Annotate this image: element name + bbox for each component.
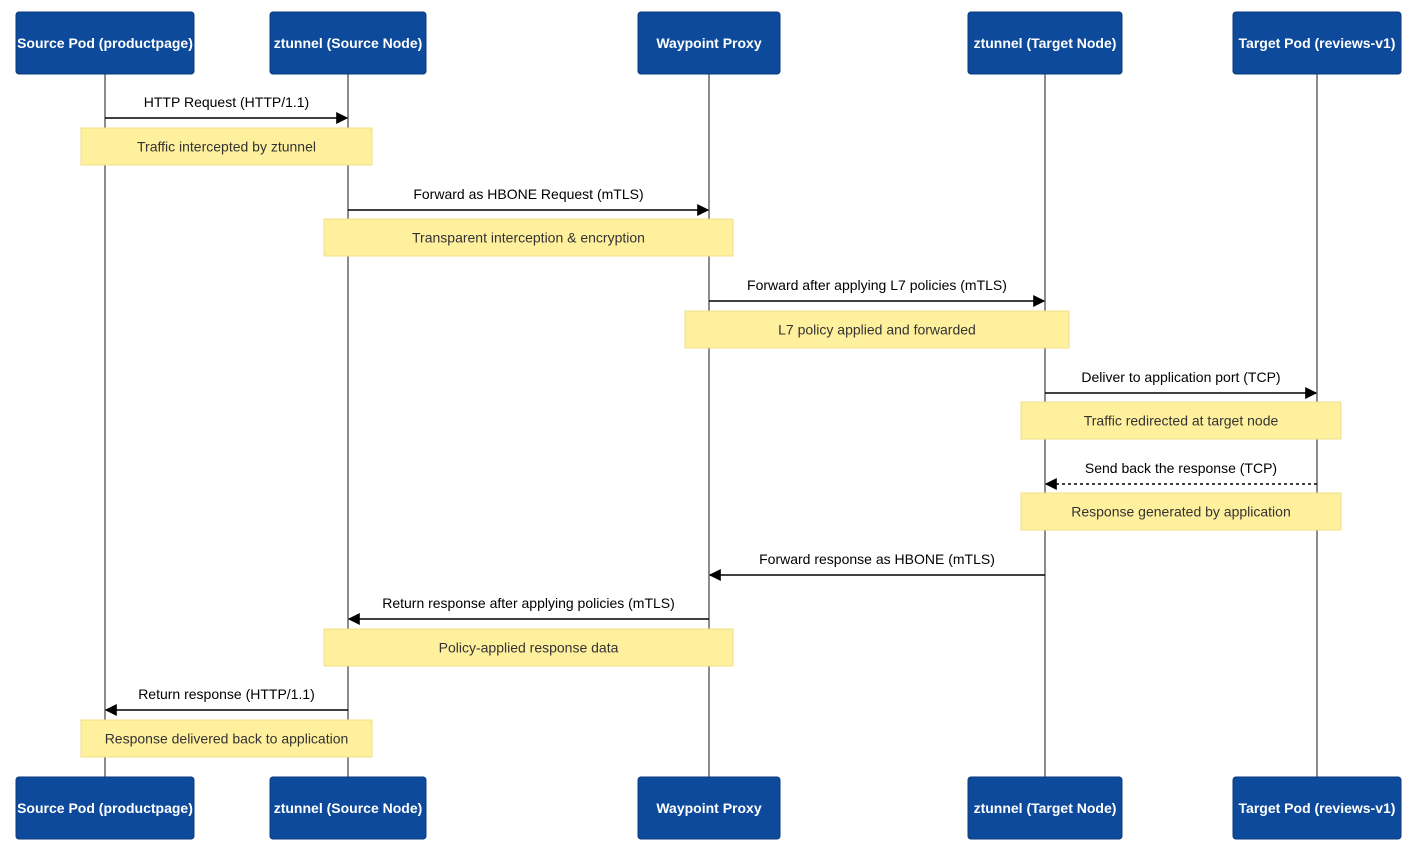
actor-zt-bottom: ztunnel (Target Node) [967, 776, 1123, 840]
message-http-request-http-1-1: HTTP Request (HTTP/1.1) [105, 94, 349, 124]
note-box [323, 218, 734, 257]
actor-label: ztunnel (Target Node) [974, 35, 1117, 51]
actor-label: Target Pod (reviews-v1) [1239, 800, 1396, 816]
note-transparent-interception-encryption: Transparent interception & encryption [323, 218, 734, 257]
note-box [80, 127, 373, 166]
actors-top: Source Pod (productpage) ztunnel (Source … [15, 11, 1402, 75]
actor-box [637, 776, 781, 840]
actor-label: ztunnel (Target Node) [974, 800, 1117, 816]
actor-box [15, 11, 195, 75]
actor-src-top: Source Pod (productpage) [15, 11, 195, 75]
note-traffic-redirected-at-target-node: Traffic redirected at target node [1020, 401, 1342, 440]
message-return-response-after-applying-policies-mtls: Return response after applying policies … [347, 595, 709, 625]
note-box [323, 628, 734, 667]
message-label: Forward as HBONE Request (mTLS) [413, 186, 643, 202]
actor-label: ztunnel (Source Node) [274, 35, 423, 51]
actor-zs-bottom: ztunnel (Source Node) [269, 776, 427, 840]
message-label: HTTP Request (HTTP/1.1) [144, 94, 309, 110]
note-label: Response generated by application [1071, 504, 1291, 520]
note-label: Traffic redirected at target node [1084, 413, 1279, 429]
message-label: Deliver to application port (TCP) [1081, 369, 1280, 385]
message-label: Return response (HTTP/1.1) [138, 686, 315, 702]
actor-zs-top: ztunnel (Source Node) [269, 11, 427, 75]
message-label: Forward after applying L7 policies (mTLS… [747, 277, 1007, 293]
actor-label: Waypoint Proxy [656, 800, 761, 816]
message-return-response-http-1-1: Return response (HTTP/1.1) [104, 686, 348, 716]
messages: HTTP Request (HTTP/1.1) Forward as HBONE … [104, 94, 1318, 716]
note-box [684, 310, 1070, 349]
note-label: Response delivered back to application [105, 731, 349, 747]
notes: Traffic intercepted by ztunnelTransparen… [80, 127, 1342, 758]
note-l7-policy-applied-and-forwarded: L7 policy applied and forwarded [684, 310, 1070, 349]
actor-box [269, 11, 427, 75]
actor-label: ztunnel (Source Node) [274, 800, 423, 816]
actor-label: Waypoint Proxy [656, 35, 761, 51]
actor-src-bottom: Source Pod (productpage) [15, 776, 195, 840]
note-box [80, 719, 373, 758]
note-response-generated-by-application: Response generated by application [1020, 492, 1342, 531]
note-response-delivered-back-to-application: Response delivered back to application [80, 719, 373, 758]
note-box [1020, 492, 1342, 531]
note-policy-applied-response-data: Policy-applied response data [323, 628, 734, 667]
actor-box [967, 776, 1123, 840]
actor-box [1232, 776, 1402, 840]
note-label: L7 policy applied and forwarded [778, 322, 976, 338]
note-box [1020, 401, 1342, 440]
actor-box [967, 11, 1123, 75]
actor-wp-bottom: Waypoint Proxy [637, 776, 781, 840]
actor-label: Source Pod (productpage) [17, 35, 193, 51]
actor-box [15, 776, 195, 840]
message-forward-response-as-hbone-mtls: Forward response as HBONE (mTLS) [708, 551, 1045, 581]
note-label: Policy-applied response data [439, 640, 619, 656]
actor-zt-top: ztunnel (Target Node) [967, 11, 1123, 75]
actor-label: Source Pod (productpage) [17, 800, 193, 816]
message-deliver-to-application-port-tcp: Deliver to application port (TCP) [1045, 369, 1318, 399]
note-label: Traffic intercepted by ztunnel [137, 139, 316, 155]
note-label: Transparent interception & encryption [412, 230, 645, 246]
message-forward-as-hbone-request-mtls: Forward as HBONE Request (mTLS) [348, 186, 710, 216]
message-send-back-the-response-tcp: Send back the response (TCP) [1044, 460, 1317, 490]
actors-bottom: Source Pod (productpage) ztunnel (Source … [15, 776, 1402, 840]
message-label: Forward response as HBONE (mTLS) [759, 551, 995, 567]
message-forward-after-applying-l7-policies-mtls: Forward after applying L7 policies (mTLS… [709, 277, 1046, 307]
message-label: Send back the response (TCP) [1085, 460, 1277, 476]
actor-wp-top: Waypoint Proxy [637, 11, 781, 75]
actor-tgt-bottom: Target Pod (reviews-v1) [1232, 776, 1402, 840]
actor-box [269, 776, 427, 840]
actor-box [637, 11, 781, 75]
note-traffic-intercepted-by-ztunnel: Traffic intercepted by ztunnel [80, 127, 373, 166]
actor-box [1232, 11, 1402, 75]
actor-label: Target Pod (reviews-v1) [1239, 35, 1396, 51]
message-label: Return response after applying policies … [382, 595, 675, 611]
actor-tgt-top: Target Pod (reviews-v1) [1232, 11, 1402, 75]
